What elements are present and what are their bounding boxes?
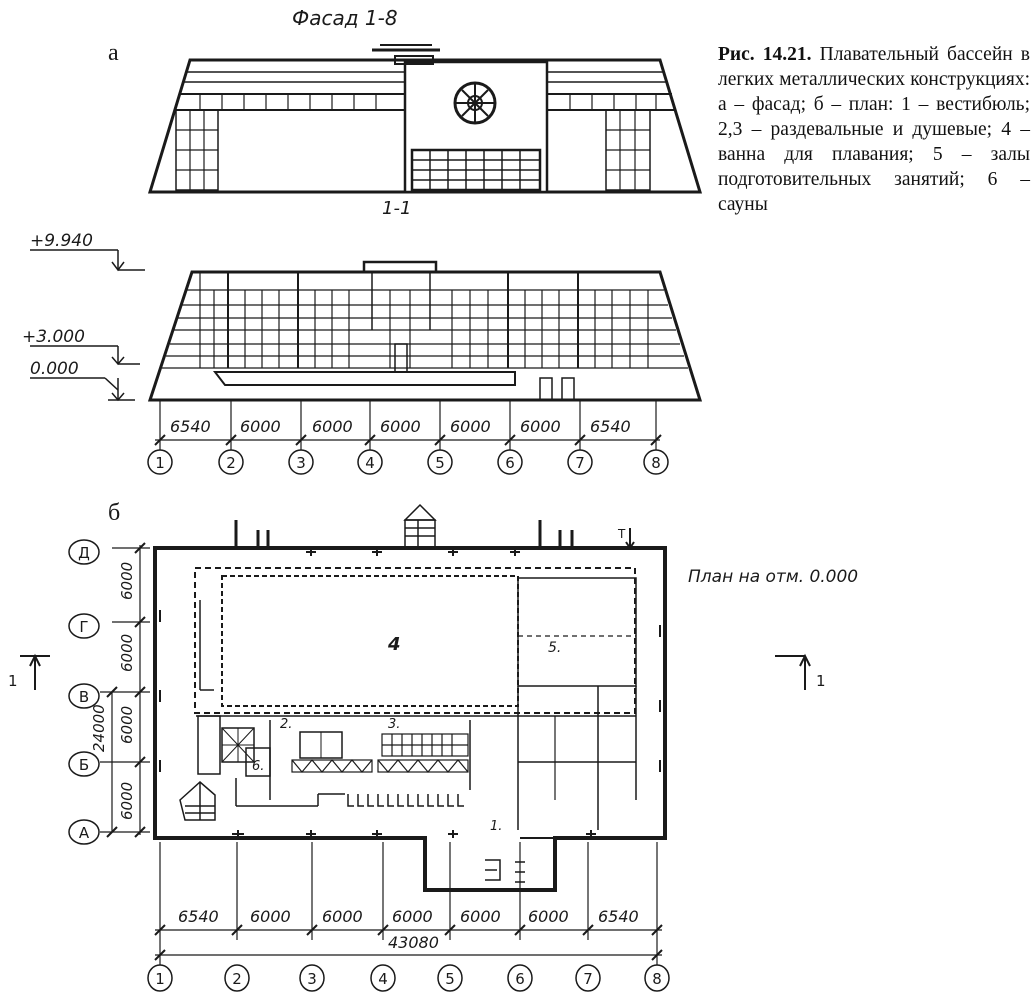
plan-vertical-dimensions xyxy=(100,542,150,838)
cut-mark-right: 1 xyxy=(816,672,826,690)
facade-title: Фасад 1-8 xyxy=(292,6,398,30)
vdim-4: 6000 xyxy=(118,782,136,820)
room-4-label: 4 xyxy=(387,634,401,655)
room-1-label: 1. xyxy=(490,819,502,834)
entry-mark: T xyxy=(617,527,626,541)
facade-right-windows xyxy=(569,94,657,191)
section-1-1: 1-1 +9.940 +3.000 0.000 xyxy=(22,198,703,402)
plan-vertical-labels: 6000 6000 6000 6000 24000 xyxy=(90,562,136,820)
room-6-label: 6. xyxy=(252,759,264,774)
caption-lead: Рис. 14.21. xyxy=(718,44,812,65)
plan-dim-3: 6000 xyxy=(322,907,363,926)
plan-axis-7: 7 xyxy=(583,970,593,988)
plan-title: План на отм. 0.000 xyxy=(688,567,858,587)
axis-letter-g: Г xyxy=(79,618,88,636)
section-dim-1: 6540 xyxy=(170,417,211,436)
cut-mark-left: 1 xyxy=(8,672,18,690)
section-axis-5: 5 xyxy=(435,454,445,472)
section-axis-bubbles xyxy=(147,449,669,475)
elevation-zero: 0.000 xyxy=(30,359,79,379)
elevation-mid: +3.000 xyxy=(22,327,85,347)
section-title: 1-1 xyxy=(382,198,411,219)
shower-rows xyxy=(291,733,469,773)
plan-dim-5: 6000 xyxy=(460,907,501,926)
section-dim-3: 6000 xyxy=(312,417,353,436)
floor-plan xyxy=(153,503,667,892)
vdim-3: 6000 xyxy=(118,706,136,744)
plan-axis-labels: 1 2 3 4 5 6 7 8 xyxy=(155,970,662,988)
plan-dimension-chains xyxy=(154,842,663,965)
vdim-span: 24000 xyxy=(90,704,108,752)
facade-left-windows xyxy=(175,94,377,191)
vdim-2: 6000 xyxy=(118,634,136,672)
room-labels: 4 5. 2. 3. 6. 1. xyxy=(252,634,561,834)
room-2-label: 2. xyxy=(280,717,292,732)
plan-dimension-labels: 6540 6000 6000 6000 6000 6000 6540 43080 xyxy=(178,907,639,952)
section-dimension-labels: 6540 6000 6000 6000 6000 6000 6540 xyxy=(170,417,631,436)
figure-caption: Рис. 14.21. Плавательный бассейн в легки… xyxy=(718,42,1030,217)
plan-axis-3: 3 xyxy=(307,970,317,988)
axis-letter-a: А xyxy=(79,824,90,842)
axis-letter-b: Б xyxy=(79,756,89,774)
label-b: б xyxy=(108,500,120,526)
plan-total-dim: 43080 xyxy=(388,933,439,952)
plan-dim-6: 6000 xyxy=(528,907,569,926)
plan-dim-1: 6540 xyxy=(178,907,219,926)
section-dim-5: 6000 xyxy=(450,417,491,436)
plan-dim-7: 6540 xyxy=(598,907,639,926)
section-dim-7: 6540 xyxy=(590,417,631,436)
axis-letter-d: Д xyxy=(78,544,90,562)
section-axis-3: 3 xyxy=(296,454,306,472)
section-axis-labels: 1 2 3 4 5 6 7 8 xyxy=(155,454,661,472)
plan-axis-4: 4 xyxy=(378,970,388,988)
elevation-marks xyxy=(30,249,145,402)
caption-text: Плавательный бассейн в легких металличес… xyxy=(718,44,1031,215)
room-5-label: 5. xyxy=(548,640,561,656)
section-dim-6: 6000 xyxy=(520,417,561,436)
section-cut-markers xyxy=(20,528,811,690)
section-axis-2: 2 xyxy=(226,454,236,472)
section-axis-1: 1 xyxy=(155,454,165,472)
section-axis-8: 8 xyxy=(651,454,661,472)
plan-letter-bubbles xyxy=(68,539,100,845)
plan-axis-bubbles xyxy=(147,964,670,992)
plan-axis-1: 1 xyxy=(155,970,165,988)
facade-entrance xyxy=(410,148,542,192)
plan-axis-2: 2 xyxy=(232,970,242,988)
facade-elevation: Фасад 1-8 а xyxy=(108,6,703,194)
plan-axis-8: 8 xyxy=(652,970,662,988)
vdim-1: 6000 xyxy=(118,562,136,600)
axis-letter-v: В xyxy=(79,688,89,706)
plan-axis-5: 5 xyxy=(445,970,455,988)
facade-emblem xyxy=(453,81,497,125)
plan-letter-labels: Д Г В Б А xyxy=(78,544,90,842)
plan-dim-4: 6000 xyxy=(392,907,433,926)
section-axis-7: 7 xyxy=(575,454,585,472)
elevation-top: +9.940 xyxy=(30,231,93,251)
section-axis-6: 6 xyxy=(505,454,515,472)
section-dimension-chain xyxy=(154,400,662,450)
section-dim-2: 6000 xyxy=(240,417,281,436)
lockers xyxy=(347,794,464,807)
section-axis-4: 4 xyxy=(365,454,375,472)
room-3-label: 3. xyxy=(388,717,400,732)
stair-tower-top xyxy=(403,503,437,549)
plan-dim-2: 6000 xyxy=(250,907,291,926)
plan-axis-6: 6 xyxy=(515,970,525,988)
label-a: а xyxy=(108,40,119,66)
swimming-pool xyxy=(194,567,636,714)
section-glazing xyxy=(162,272,688,369)
section-dim-4: 6000 xyxy=(380,417,421,436)
stair-bottom-left xyxy=(179,780,216,821)
entrance-doors xyxy=(485,859,525,883)
training-hall xyxy=(517,577,637,687)
